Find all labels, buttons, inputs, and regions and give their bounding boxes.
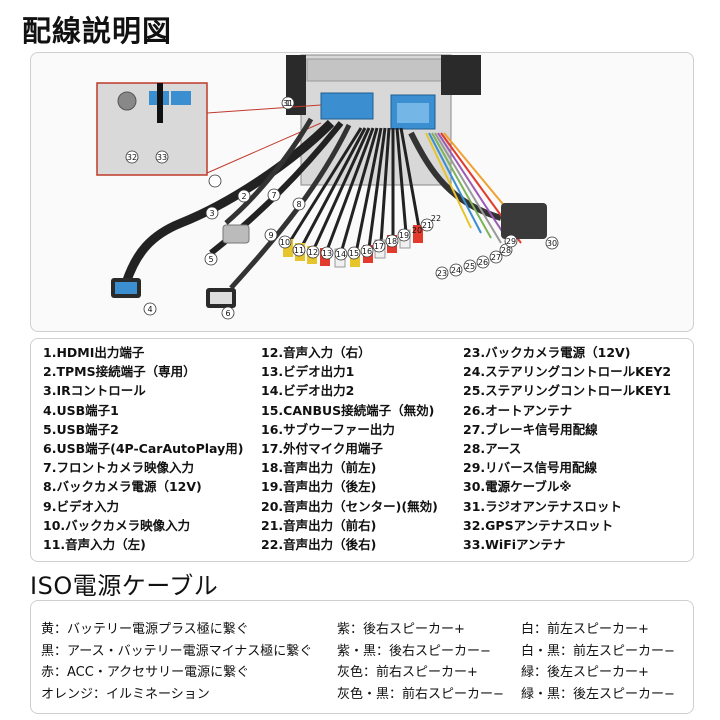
iso-item: 緑・黒：後左スピーカー− [521, 686, 675, 702]
legend-item: 14.ビデオ出力2 [261, 383, 355, 399]
iso-item: 黒：アース・バッテリー電源マイナス極に繋ぐ [41, 643, 313, 659]
legend-item: 24.ステアリングコントロールKEY2 [463, 364, 672, 380]
legend-item: 9.ビデオ入力 [43, 498, 119, 514]
callout-number: 16 [362, 247, 372, 256]
legend-item: 22.音声出力（後右) [261, 536, 377, 552]
callout-number: 30 [547, 239, 557, 248]
legend-item: 26.オートアンテナ [463, 402, 573, 418]
page-title: 配線説明図 [22, 14, 173, 48]
callout-number: 4 [147, 305, 152, 314]
iso-column-3: 白：前左スピーカー+ 白・黒：前左スピーカー− 緑：後左スピーカー+ 緑・黒：後… [521, 619, 675, 705]
iso-cable-legend: 黄：バッテリー電源プラス極に繋ぐ 黒：アース・バッテリー電源マイナス極に繋ぐ 赤… [30, 600, 694, 714]
legend-item: 28.アース [463, 440, 522, 456]
callout-number: 23 [437, 269, 447, 278]
callout-number: 9 [268, 231, 273, 240]
legend-column-2: 12.音声入力（右） 13.ビデオ出力1 14.ビデオ出力2 15.CANBUS… [261, 343, 438, 554]
callout-number: 25 [465, 262, 475, 271]
callout-number: 26 [478, 258, 488, 267]
callout-markers [125, 96, 559, 320]
blue-connector-left [320, 92, 374, 120]
callout-number: 6 [225, 309, 230, 318]
callout-number: 20 [412, 226, 422, 235]
legend-item: 21.音声出力（前右) [261, 517, 377, 533]
iso-column-1: 黄：バッテリー電源プラス極に繋ぐ 黒：アース・バッテリー電源マイナス極に繋ぐ 赤… [41, 619, 312, 705]
legend-item: 17.外付マイク用端子 [261, 440, 383, 456]
callout-number: 19 [399, 231, 409, 240]
callout-number: 32 [127, 153, 137, 162]
callout-number: 1 [285, 99, 290, 108]
legend-item: 6.USB端子(4P-CarAutoPlay用) [43, 440, 244, 456]
callout-number: 7 [271, 191, 276, 200]
legend-item: 3.IRコントロール [43, 383, 146, 399]
callout-number: 12 [308, 248, 318, 257]
callout-number: 2 [241, 192, 246, 201]
legend-item: 1.HDMI出力端子 [43, 345, 145, 360]
legend-item: 18.音声出力（前左) [261, 460, 377, 476]
iso-item: 紫：後右スピーカー+ [337, 622, 465, 637]
iso-item: 赤：ACC・アクセサリー電源に繋ぐ [41, 665, 250, 680]
legend-item: 2.TPMS接続端子（専用） [43, 364, 196, 380]
legend-item: 30.電源ケーブル※ [463, 479, 572, 495]
callout-number: 3 [209, 209, 214, 218]
legend-item: 10.バックカメラ映像入力 [43, 517, 191, 533]
legend-item: 5.USB端子2 [43, 421, 119, 437]
legend-item: 32.GPSアンテナスロット [463, 517, 614, 533]
iso-item: 灰色：前右スピーカー+ [337, 665, 478, 680]
iso-column-2: 紫：後右スピーカー+ 紫・黒：後右スピーカー− 灰色：前右スピーカー+ 灰色・黒… [337, 619, 504, 705]
callout-number: 10 [280, 238, 290, 247]
iso-connector [501, 203, 547, 239]
iso-item: 紫・黒：後右スピーカー− [337, 643, 491, 659]
legend-item: 8.バックカメラ電源（12V) [43, 479, 202, 495]
legend-item: 25.ステアリングコントロールKEY1 [463, 383, 672, 399]
iso-item: 白：前左スピーカー+ [521, 622, 649, 637]
callout-number: 15 [349, 249, 359, 258]
callout-number: 18 [387, 237, 397, 246]
callout-number: 28 [501, 246, 511, 255]
legend-item: 13.ビデオ出力1 [261, 364, 355, 380]
legend-item: 23.バックカメラ電源（12V) [463, 345, 631, 360]
legend-item: 7.フロントカメラ映像入力 [43, 460, 194, 476]
callout-number: 31 [283, 99, 293, 108]
callout-number: 21 [422, 221, 432, 230]
iso-item: 黄：バッテリー電源プラス極に繋ぐ [41, 622, 249, 637]
callout-number: 33 [157, 153, 167, 162]
legend-column-3: 23.バックカメラ電源（12V) 24.ステアリングコントロールKEY2 25.… [463, 343, 671, 554]
legend-item: 16.サブウーファー出力 [261, 421, 395, 437]
legend-item: 31.ラジオアンテナスロット [463, 498, 622, 514]
head-unit-side [441, 55, 481, 95]
callout-number: 27 [491, 253, 501, 262]
callout-number: 22 [431, 214, 441, 223]
head-unit-label-plate [306, 58, 446, 82]
iso-section-title: ISO電源ケーブル [30, 572, 219, 600]
legend-column-1: 1.HDMI出力端子 2.TPMS接続端子（専用） 3.IRコントロール 4.U… [43, 343, 243, 554]
usb-plug-2 [222, 224, 250, 244]
callout-number: 24 [451, 266, 461, 275]
connector-legend: 1.HDMI出力端子 2.TPMS接続端子（専用） 3.IRコントロール 4.U… [30, 338, 694, 562]
legend-item: 15.CANBUS接続端子（無効) [261, 402, 435, 418]
iso-item: 白・黒：前左スピーカー− [521, 643, 675, 659]
legend-item: 33.WiFiアンテナ [463, 536, 566, 552]
callout-number: 8 [296, 200, 301, 209]
iso-item: 灰色・黒：前右スピーカー− [337, 686, 504, 702]
callout-number: 29 [506, 237, 516, 246]
legend-item: 11.音声入力（左) [43, 536, 146, 552]
callout-number: 17 [374, 242, 384, 251]
legend-item: 20.音声出力（センター)(無効) [261, 498, 438, 514]
callout-number: 5 [208, 255, 213, 264]
legend-item: 29.リバース信号用配線 [463, 460, 598, 476]
legend-item: 12.音声入力（右） [261, 345, 371, 360]
callout-number: 13 [322, 249, 332, 258]
legend-item: 19.音声出力（後左) [261, 479, 377, 495]
callout-number: 14 [336, 250, 346, 259]
iso-item: オレンジ：イルミネーション [41, 686, 210, 702]
legend-item: 27.ブレーキ信号用配線 [463, 421, 598, 437]
callout-number: 11 [294, 246, 304, 255]
legend-item: 4.USB端子1 [43, 402, 119, 418]
iso-item: 緑：後左スピーカー+ [521, 665, 649, 680]
